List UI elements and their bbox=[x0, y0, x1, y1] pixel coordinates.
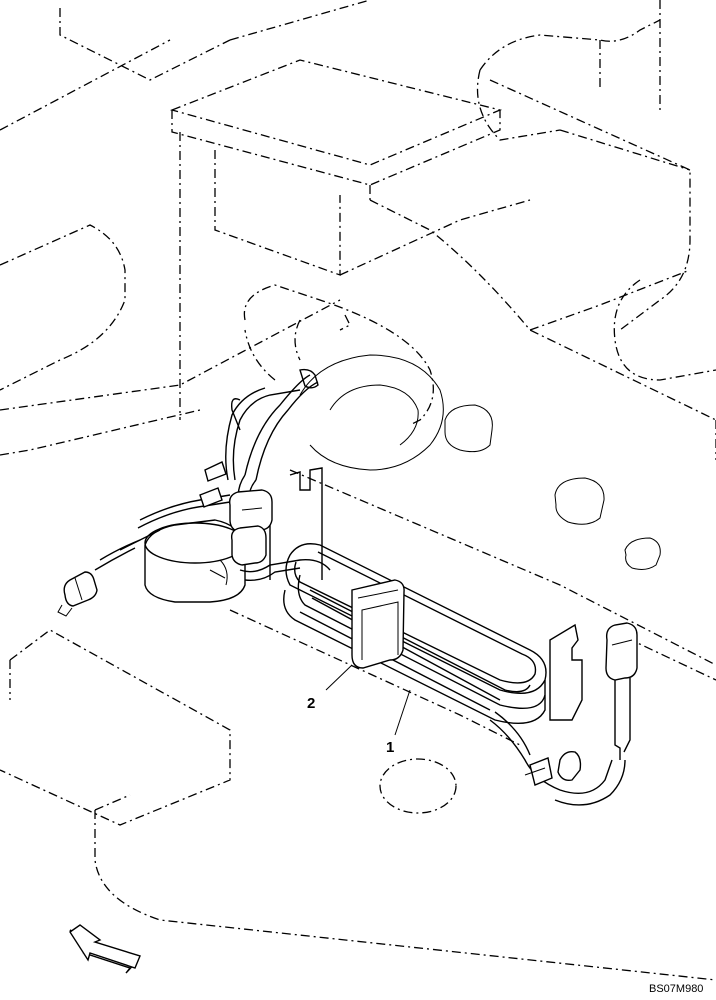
figure-code: BS07M980 bbox=[649, 983, 703, 995]
wiring-harness bbox=[57, 368, 331, 617]
callout-2-label: 2 bbox=[307, 695, 315, 712]
oval-ring-opening bbox=[299, 354, 444, 471]
heater-unit bbox=[144, 519, 246, 603]
callout-1-label: 1 bbox=[386, 739, 394, 756]
callout-1: 1 bbox=[386, 689, 411, 756]
hose-clamp-band bbox=[351, 579, 405, 669]
right-connector bbox=[524, 622, 638, 786]
callout-2: 2 bbox=[307, 664, 353, 712]
direction-arrow-icon bbox=[69, 924, 141, 974]
heater-hose-assembly bbox=[283, 543, 626, 806]
boss-cylinders bbox=[444, 404, 661, 570]
